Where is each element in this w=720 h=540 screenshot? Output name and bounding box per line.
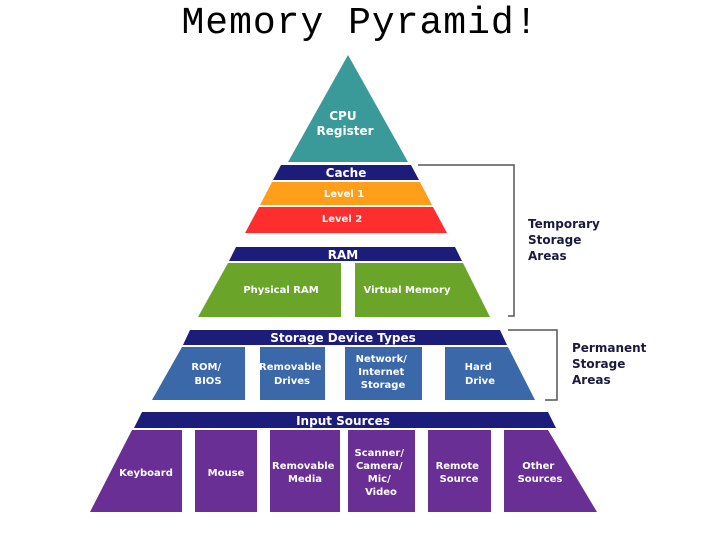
permanent-bracket <box>508 329 558 401</box>
cache-level2-tier <box>245 207 447 233</box>
ram-physical-tier <box>198 263 341 317</box>
permanent-storage-label: Permanent Storage Areas <box>572 341 651 387</box>
input-removable-media-label: Removable Media <box>272 461 338 485</box>
input-mouse-label: Mouse <box>208 468 245 479</box>
net-line-2: Internet <box>358 367 404 378</box>
cache-level2-label: Level 2 <box>322 214 362 225</box>
storage-header-band <box>183 330 507 345</box>
sc-line-2: Camera/ <box>356 461 403 472</box>
hd-line-1: Hard <box>465 362 492 373</box>
input-keyboard-label: Keyboard <box>119 468 173 479</box>
ram-label: RAM <box>328 248 358 262</box>
storage-hard-drive <box>445 347 535 400</box>
cache-level1-label: Level 1 <box>324 189 364 200</box>
input-remote-source <box>428 430 491 512</box>
storage-hard-drive-label: Hard Drive <box>465 362 496 387</box>
page-title: Memory Pyramid! <box>181 2 539 45</box>
input-remote-source-label: Remote Source <box>436 461 483 485</box>
cpu-register-tier <box>288 55 408 162</box>
storage-network-label: Network/ Internet Storage <box>356 354 411 391</box>
os-line-1: Other <box>522 461 554 472</box>
tmp-line-1: Temporary <box>528 217 600 231</box>
ram-header-band <box>229 247 462 261</box>
rom-line-2: BIOS <box>194 376 221 387</box>
rs-line-2: Source <box>440 474 479 485</box>
hd-line-2: Drive <box>465 376 495 387</box>
cache-level1-tier <box>260 182 432 205</box>
net-line-3: Storage <box>361 380 406 391</box>
storage-network-internet <box>345 347 422 400</box>
input-other-sources <box>504 430 597 512</box>
storage-rom-bios-label: ROM/ BIOS <box>191 362 224 387</box>
sc-line-3: Mic/ <box>368 474 391 485</box>
virtual-memory-label: Virtual Memory <box>364 285 451 296</box>
cpu-register-label: CPU Register <box>316 109 373 138</box>
storage-removable-label: Removable Drives <box>259 362 325 387</box>
tmp-line-2: Storage <box>528 233 581 247</box>
perm-line-2: Storage <box>572 357 625 371</box>
cpu-line-2: Register <box>316 124 373 138</box>
storage-removable-drives <box>260 347 325 400</box>
rs-line-1: Remote <box>436 461 480 472</box>
input-removable-media <box>270 430 340 512</box>
physical-ram-label: Physical RAM <box>243 285 318 296</box>
input-other-sources-label: Other Sources <box>518 461 563 485</box>
storage-label: Storage Device Types <box>270 331 415 345</box>
rom-line-1: ROM/ <box>191 362 221 373</box>
storage-rom-bios <box>152 347 245 400</box>
rem-line-1: Removable <box>259 362 322 373</box>
temporary-storage-label: Temporary Storage Areas <box>528 217 604 263</box>
ram-virtual-tier <box>355 263 490 317</box>
input-mouse <box>195 430 257 512</box>
cache-label: Cache <box>326 166 367 180</box>
perm-line-3: Areas <box>572 373 611 387</box>
net-line-1: Network/ <box>356 354 408 365</box>
input-scanner-camera <box>348 430 415 512</box>
rm-line-1: Removable <box>272 461 335 472</box>
sc-line-4: Video <box>365 487 397 498</box>
input-header-band <box>134 412 556 428</box>
input-keyboard <box>90 430 182 512</box>
input-scanner-label: Scanner/ Camera/ Mic/ Video <box>355 448 408 498</box>
rm-line-2: Media <box>288 474 322 485</box>
cpu-line-1: CPU <box>329 109 356 123</box>
mouse-line-1: Mouse <box>208 468 245 479</box>
sc-line-1: Scanner/ <box>355 448 405 459</box>
input-label: Input Sources <box>296 414 390 428</box>
temporary-bracket <box>418 164 515 317</box>
rem-line-2: Drives <box>274 376 310 387</box>
tmp-line-3: Areas <box>528 249 567 263</box>
perm-line-1: Permanent <box>572 341 647 355</box>
kb-line-1: Keyboard <box>119 468 173 479</box>
cache-header-band <box>273 165 419 180</box>
os-line-2: Sources <box>518 474 563 485</box>
